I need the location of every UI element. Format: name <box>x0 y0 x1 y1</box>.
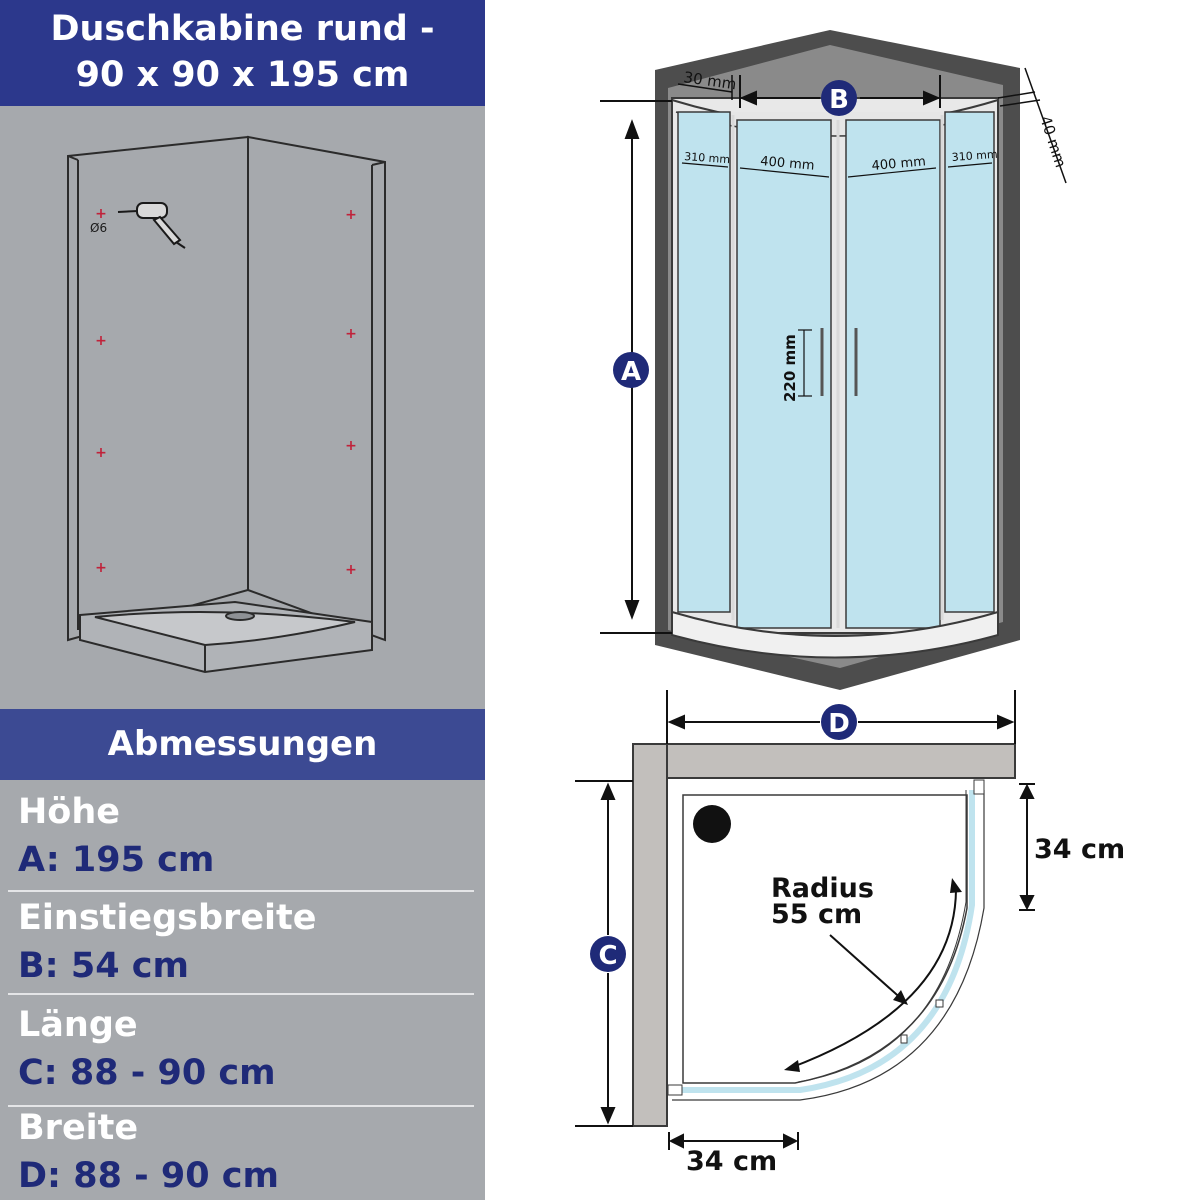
side-right-label: 34 cm <box>1034 834 1125 865</box>
svg-text:+: + <box>345 438 357 454</box>
title-line-1: Duschkabine rund - <box>50 9 435 49</box>
divider <box>8 1105 474 1107</box>
marker-c <box>590 936 626 972</box>
drill-icon <box>117 202 186 249</box>
glass-panels <box>677 111 995 629</box>
svg-text:B: B <box>829 85 849 115</box>
dimension-value: C: 88 - 90 cm <box>18 1053 276 1093</box>
side-bottom-label: 34 cm <box>686 1146 777 1177</box>
svg-text:A: A <box>621 357 641 387</box>
door-right-label: 400 mm <box>871 154 926 174</box>
svg-text:D: D <box>828 709 850 739</box>
svg-text:+: + <box>345 562 357 578</box>
dimension-value: B: 54 cm <box>18 946 189 986</box>
divider <box>8 993 474 995</box>
dimension-label: Breite <box>18 1108 139 1148</box>
marker-a <box>613 352 649 388</box>
svg-text:+: + <box>345 326 357 342</box>
dimension-label: Höhe <box>18 792 120 832</box>
svg-text:+: + <box>95 206 107 222</box>
drill-size-label: Ø6 <box>90 221 107 235</box>
drain <box>693 805 731 843</box>
radius-label-line1: Radius <box>771 873 874 904</box>
door-left-label: 400 mm <box>760 154 815 174</box>
info-panel: Duschkabine rund - 90 x 90 x 195 cm Ø6 <box>0 0 485 1200</box>
marker-b <box>821 80 857 116</box>
svg-text:+: + <box>95 560 107 576</box>
marker-d <box>821 704 857 740</box>
svg-text:C: C <box>598 941 617 971</box>
title-banner: Duschkabine rund - 90 x 90 x 195 cm <box>0 0 485 106</box>
right-wall <box>247 135 386 642</box>
svg-text:+: + <box>95 445 107 461</box>
drill-marks: + + + + + + + + <box>95 206 357 578</box>
dimensions-heading: Abmessungen <box>0 709 485 780</box>
dimension-label: Einstiegsbreite <box>18 898 317 938</box>
installation-illustration: Ø6 + + + + + + + + <box>67 135 386 674</box>
wall-gap-label: 40 mm <box>1036 114 1070 170</box>
top-view-drawing: Radius 55 cm D C 34 cm 34 cm <box>575 690 1125 1177</box>
handle-length-label: 220 mm <box>781 334 799 402</box>
shower-tray-outline <box>682 794 968 1084</box>
side-panel-right-label: 310 mm <box>951 148 998 164</box>
svg-text:+: + <box>95 333 107 349</box>
radius-label-line2: 55 cm <box>771 899 862 930</box>
dimension-label: Länge <box>18 1005 138 1045</box>
side-panel-left-label: 310 mm <box>684 150 731 166</box>
divider <box>8 890 474 892</box>
dimension-value: D: 88 - 90 cm <box>18 1156 279 1196</box>
front-view-drawing: A B 30 mm 40 mm 310 mm 400 mm 400 mm 310… <box>600 30 1070 690</box>
door-handles <box>820 328 858 396</box>
svg-text:+: + <box>345 207 357 223</box>
title-line-2: 90 x 90 x 195 cm <box>75 55 410 95</box>
dimension-value: A: 195 cm <box>18 840 215 880</box>
